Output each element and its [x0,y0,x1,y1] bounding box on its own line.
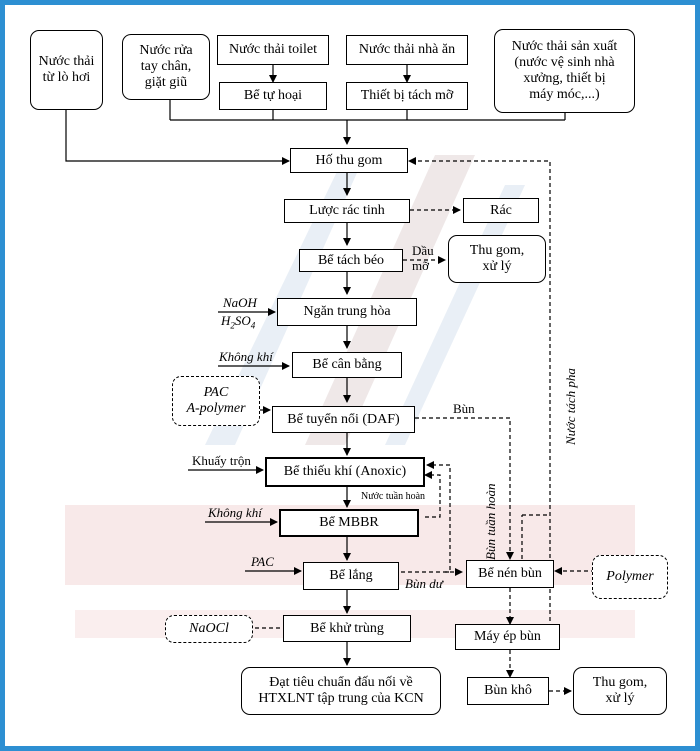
source-production: Nước thải sản xuất (nước vệ sinh nhà xưở… [494,29,635,113]
collect-treat-grease: Thu gom, xử lý [448,235,546,283]
label-h2so4: H2SO4 [221,313,256,331]
daf-tank: Bể tuyển nổi (DAF) [272,406,415,433]
septic-tank: Bể tự hoại [219,82,327,110]
source-handwash: Nước rửa tay chân, giặt giũ [122,34,210,100]
collection-pit: Hố thu gom [290,148,408,173]
fat-separation-tank: Bể tách béo [299,249,403,272]
sludge-thickener: Bể nén bùn [466,560,554,588]
label-naoh: NaOH [223,295,257,310]
source-toilet: Nước thải toilet [217,35,329,65]
naocl-box: NaOCl [165,615,253,643]
label-excess-sludge: Bùn dư [405,576,443,591]
label-separated-water: Nước tách pha [563,368,578,445]
pac-polymer-box: PAC A-polymer [172,376,260,426]
disinfection-tank: Bể khử trùng [283,615,411,642]
output-standard: Đạt tiêu chuẩn đấu nối về HTXLNT tập tru… [241,667,441,715]
label-sludge: Bùn [453,401,475,416]
fine-screen: Lược rác tinh [284,199,410,223]
dry-sludge: Bùn khô [467,677,549,705]
label-return-sludge: Bùn tuần hoàn [483,483,498,560]
mbbr-tank: Bể MBBR [279,509,419,537]
collect-treat-sludge: Thu gom, xử lý [573,667,667,715]
label-air-1: Không khí [219,349,273,364]
polymer-box: Polymer [592,555,668,599]
neutralization-tank: Ngăn trung hòa [277,298,417,326]
filter-press: Máy ép bùn [455,624,560,650]
label-air-2: Không khí [208,505,262,520]
source-boiler: Nước thải từ lò hơi [30,30,103,110]
label-pac: PAC [251,554,274,569]
equalization-tank: Bể cân bằng [292,352,402,378]
label-internal-recycle: Nước tuần hoàn [361,491,426,502]
label-mixing: Khuấy trộn [192,453,251,468]
grease-trap: Thiết bị tách mỡ [346,82,468,110]
settling-tank: Bể lắng [303,562,399,590]
source-canteen: Nước thải nhà ăn [346,35,468,65]
label-grease: Dầu mỡ [412,243,434,273]
trash-bin: Rác [463,198,539,223]
anoxic-tank: Bể thiếu khí (Anoxic) [265,457,425,487]
